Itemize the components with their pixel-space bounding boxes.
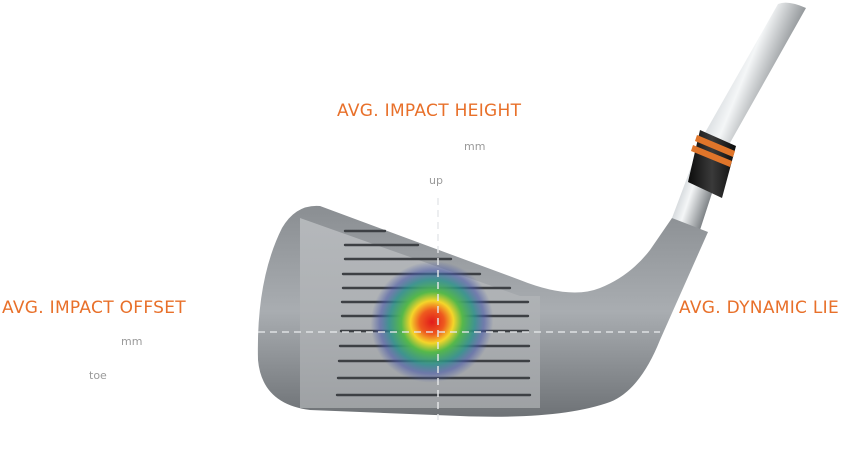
impact-heatmap — [370, 261, 494, 383]
impact-height-title: AVG. IMPACT HEIGHT — [337, 101, 522, 121]
impact-height-unit: mm — [464, 140, 486, 153]
impact-offset-direction: toe — [89, 369, 107, 382]
impact-offset-title: AVG. IMPACT OFFSET — [2, 298, 186, 318]
ferrule — [688, 130, 736, 198]
impact-crosshair — [258, 198, 660, 420]
shaft — [672, 2, 806, 230]
dynamic-lie-title: AVG. DYNAMIC LIE — [679, 298, 840, 318]
impact-offset-unit: mm — [121, 335, 143, 348]
impact-height-direction: up — [429, 174, 443, 187]
